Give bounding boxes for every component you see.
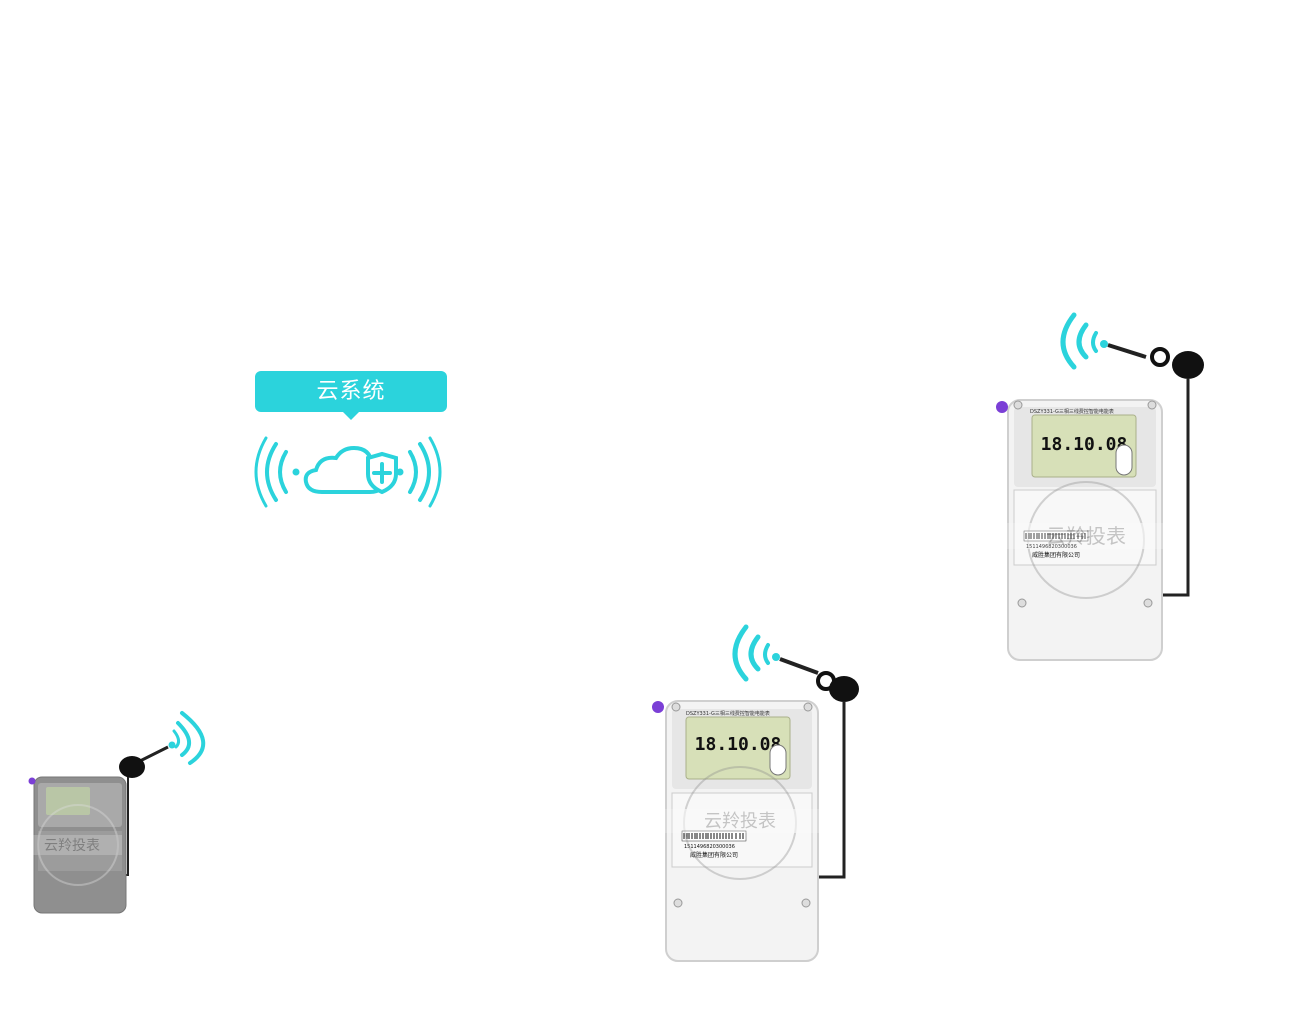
signal-waves-icon [732, 624, 770, 682]
manufacturer-label: 威胜集团有限公司 [690, 851, 738, 859]
smart-meter-bottom-center: 18.10.08 DSZY331-G三相三线费控智能电能表 1511496820… [646, 617, 866, 977]
watermark: 云羚投表 [22, 804, 122, 886]
meter-model-label: DSZY331-G三相三线费控智能电能表 [686, 710, 770, 717]
signal-waves-icon [1060, 312, 1098, 370]
watermark: 云羚投表 [992, 481, 1172, 599]
cloud-system-label: 云系统 [255, 371, 447, 420]
svg-text:云羚投表: 云羚投表 [704, 811, 776, 832]
meter-serial: 1511496820300036 [1026, 544, 1077, 550]
meter-model-label: DSZY331-G三相三线费控智能电能表 [1030, 408, 1114, 415]
signal-waves-icon [172, 711, 206, 765]
lcd-display: 18.10.08 [1041, 434, 1128, 455]
lcd-display: 18.10.08 [695, 734, 782, 755]
smart-meter-bottom-left: 云羚投表 [22, 705, 222, 925]
svg-text:云羚投表: 云羚投表 [1046, 524, 1126, 548]
smart-meter-top-right: 18.10.08 DSZY331-G三相三线费控智能电能表 1511496820… [990, 295, 1210, 665]
cloud-shield-signal-icon [250, 432, 446, 516]
watermark: 云羚投表 [656, 766, 826, 880]
manufacturer-label: 威胜集团有限公司 [1032, 551, 1080, 559]
meter-serial: 1511496820300036 [684, 844, 735, 850]
svg-text:云羚投表: 云羚投表 [44, 838, 100, 854]
